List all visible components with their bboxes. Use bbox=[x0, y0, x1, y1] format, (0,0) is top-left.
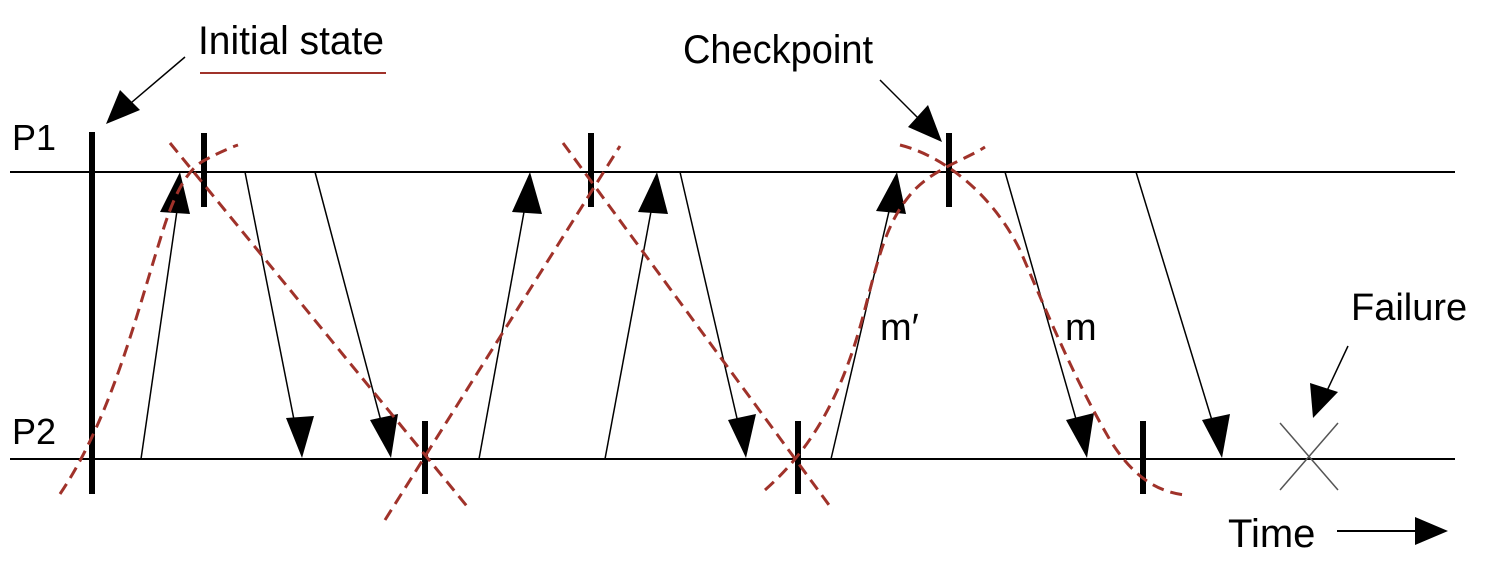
failure-cross bbox=[1279, 422, 1339, 491]
messages-down bbox=[244, 171, 1219, 441]
initial-state-pointer-head bbox=[106, 90, 140, 124]
arrowheads-up bbox=[160, 172, 906, 214]
message-line bbox=[679, 171, 743, 441]
initial-state-label: Initial state bbox=[198, 19, 384, 63]
arrowhead bbox=[876, 172, 906, 214]
arrowhead bbox=[370, 414, 398, 458]
dashed-curve-2 bbox=[764, 145, 986, 492]
arrowhead bbox=[1202, 414, 1230, 458]
message-line bbox=[478, 189, 529, 460]
initial-state-pointer-line bbox=[124, 56, 186, 109]
failure-pointer-head bbox=[1310, 383, 1338, 418]
message-line bbox=[314, 171, 387, 441]
pointer-arrows bbox=[106, 56, 1448, 545]
message-line bbox=[1004, 171, 1083, 441]
m-prime-label: m′ bbox=[880, 307, 919, 349]
dashed-diagonal bbox=[383, 145, 622, 521]
message-line bbox=[244, 171, 299, 441]
time-label: Time bbox=[1228, 512, 1315, 556]
p2-label: P2 bbox=[12, 411, 56, 452]
arrowhead bbox=[512, 172, 542, 214]
arrowhead bbox=[160, 172, 190, 214]
dashed-diagonal bbox=[168, 142, 472, 511]
m-label: m bbox=[1065, 307, 1097, 349]
arrowhead bbox=[286, 416, 314, 458]
message-line bbox=[140, 189, 181, 460]
dashed-curve-3 bbox=[899, 143, 1186, 497]
message-line bbox=[604, 189, 656, 460]
dashed-diagonal bbox=[561, 142, 831, 506]
arrowhead bbox=[638, 172, 668, 214]
time-arrow-head bbox=[1415, 517, 1448, 545]
checkpoint-pointer-head bbox=[908, 105, 942, 142]
p1-label: P1 bbox=[12, 117, 56, 158]
checkpoint-label: Checkpoint bbox=[683, 28, 873, 72]
arrowhead bbox=[1066, 413, 1094, 458]
arrowhead bbox=[728, 414, 756, 458]
failure-label: Failure bbox=[1351, 287, 1467, 329]
arrowheads-down bbox=[286, 413, 1230, 458]
dashed-cut-lines bbox=[58, 142, 1186, 521]
message-line bbox=[1135, 171, 1219, 441]
failure-pointer-line bbox=[1324, 345, 1349, 396]
message-line bbox=[830, 189, 895, 460]
messages-up bbox=[140, 189, 895, 460]
dashed-curve-1 bbox=[58, 143, 239, 495]
